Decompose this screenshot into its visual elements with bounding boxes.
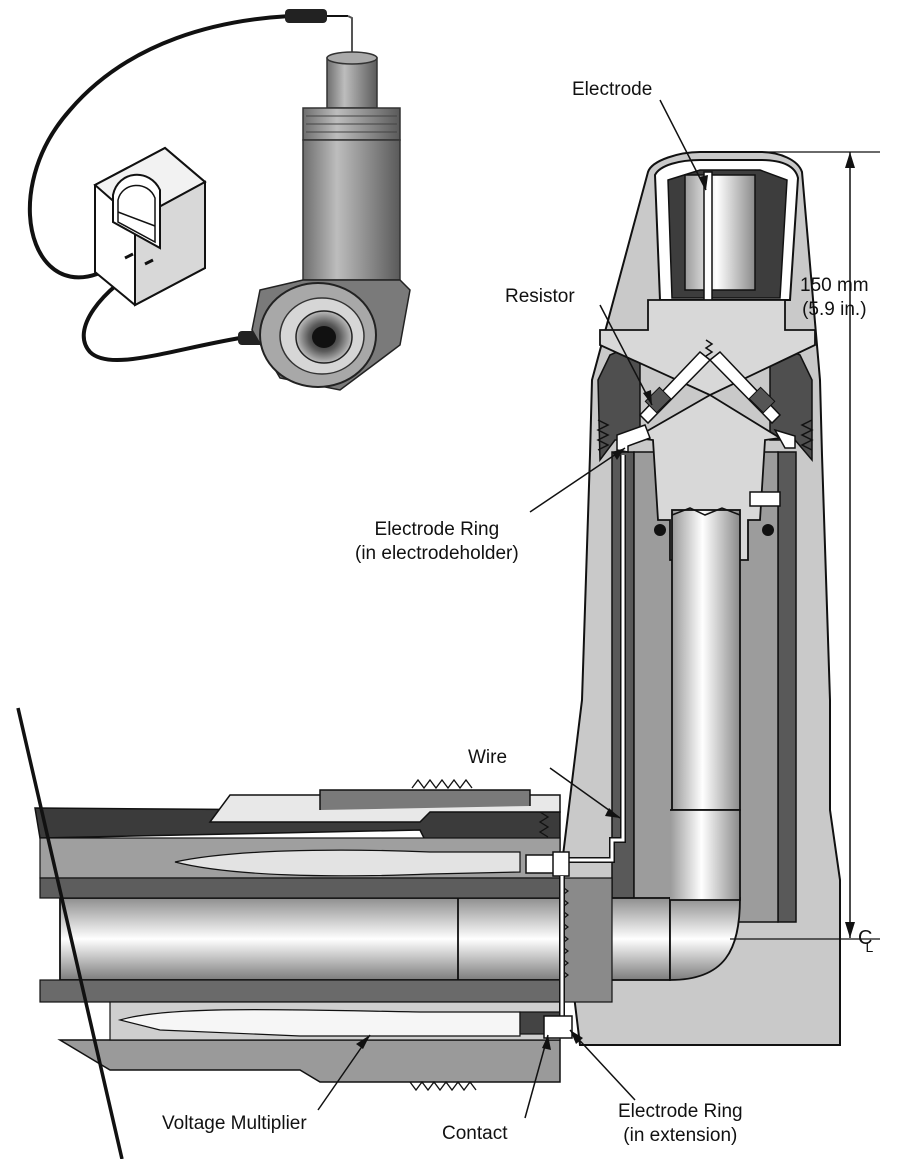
label-dimension: 150 mm (5.9 in.) xyxy=(800,274,869,322)
leader-contact xyxy=(524,1034,549,1119)
leader-resistor xyxy=(599,304,653,406)
probe-lead-bottom xyxy=(81,260,241,363)
probe-lead-top xyxy=(27,14,291,280)
leader-lines xyxy=(317,99,708,1119)
label-electrode-ring-holder: Electrode Ring (in electrodeholder) xyxy=(355,518,519,566)
resistor-pair xyxy=(638,339,782,425)
extension-cross-section xyxy=(16,707,880,1159)
label-dimension-in: (5.9 in.) xyxy=(802,299,867,320)
label-electrode: Electrode xyxy=(572,79,653,100)
ohmmeter-test-setup xyxy=(27,9,411,391)
label-electrode-ring-ext: Electrode Ring (in extension) xyxy=(618,1100,743,1148)
plug-top xyxy=(285,9,327,23)
leader-electrode-ring-ext xyxy=(569,1029,636,1101)
label-centerline: CL xyxy=(858,926,880,955)
label-resistor: Resistor xyxy=(505,286,575,307)
label-electrode-ring-ext-line2: (in extension) xyxy=(623,1125,738,1146)
label-electrode-ring-holder-line2: (in electrodeholder) xyxy=(355,543,519,564)
label-centerline-c: C xyxy=(858,927,873,949)
nozzle-cross-section xyxy=(558,151,841,1046)
dimension-150mm xyxy=(705,151,880,938)
label-contact: Contact xyxy=(442,1123,508,1144)
leader-electrode-ring-holder xyxy=(529,447,626,513)
label-centerline-l: L xyxy=(865,939,874,955)
label-wire: Wire xyxy=(468,747,508,768)
ohmmeter-icon xyxy=(93,146,207,307)
electrodeholder-render xyxy=(251,51,411,391)
label-dimension-mm: 150 mm xyxy=(800,275,869,296)
label-electrode-ring-ext-line1: Electrode Ring xyxy=(618,1101,743,1122)
label-voltage-multiplier: Voltage Multiplier xyxy=(162,1113,307,1134)
leader-electrode xyxy=(659,99,707,191)
label-electrode-ring-holder-line1: Electrode Ring xyxy=(374,519,500,540)
